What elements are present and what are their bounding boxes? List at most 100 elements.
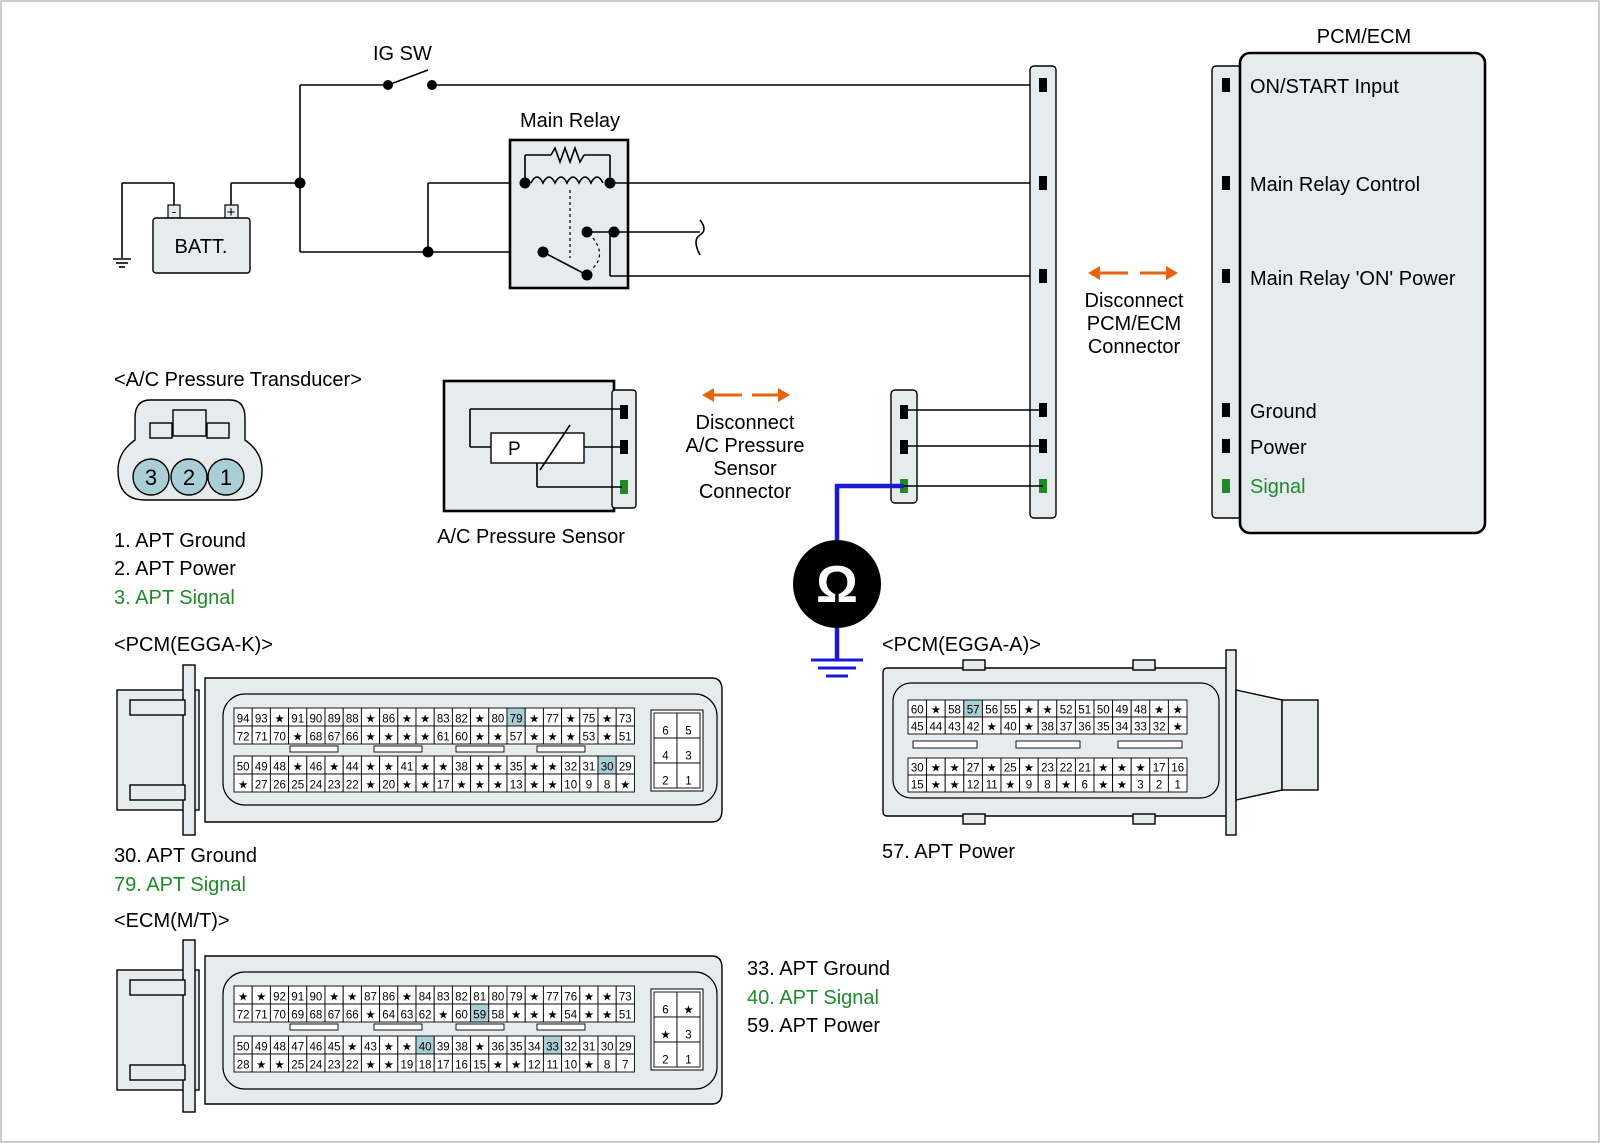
svg-text:23: 23 [328,780,341,792]
pin-52: 52 [1056,699,1076,718]
svg-text:★: ★ [529,714,539,726]
svg-text:5: 5 [685,726,691,738]
svg-text:67: 67 [328,1010,341,1022]
svg-text:12: 12 [967,780,980,792]
blank-pin: ★ [524,755,544,775]
svg-text:★: ★ [384,1060,394,1072]
svg-text:3: 3 [1137,780,1143,792]
pin-63: 63 [397,1003,417,1023]
pcm-k-legend-1: 30. APT Ground [114,845,257,867]
svg-text:92: 92 [273,992,286,1004]
blank-pin: ★ [542,773,563,793]
blank-pin: ★ [926,699,946,718]
svg-text:35: 35 [1097,722,1110,734]
svg-text:71: 71 [255,732,268,744]
blank-pin: ★ [251,1053,271,1073]
disconnect-ecm-line-2: PCM/ECM [1087,313,1181,335]
svg-text:54: 54 [564,1010,577,1022]
blank-pin: ★ [397,985,417,1005]
pcm-a-title: <PCM(EGGA-A)> [882,634,1041,656]
pin-38: 38 [451,1035,472,1055]
pin-19: 19 [397,1053,417,1073]
svg-text:49: 49 [255,1042,268,1054]
blank-pin: ★ [524,985,544,1005]
blank-pin: ★ [926,774,946,793]
sensor-harness-connector [890,389,1043,504]
pin-86: 86 [379,707,399,727]
disconnect-sensor-line-1: Disconnect [696,412,795,434]
disconnect-ecm-line-3: Connector [1088,336,1181,358]
pin-75: 75 [579,707,599,727]
svg-text:★: ★ [402,714,412,726]
pin-23: 23 [1037,757,1058,776]
svg-text:38: 38 [455,762,468,774]
blank-pin: ★ [676,991,701,1018]
blank-pin: ★ [981,757,1002,776]
pin-61: 61 [433,725,453,745]
pin-51: 51 [1074,699,1095,718]
pin-86: 86 [379,985,399,1005]
svg-text:70: 70 [273,732,286,744]
svg-text:36: 36 [1078,722,1091,734]
svg-text:41: 41 [401,762,414,774]
pin-91: 91 [288,985,308,1005]
blank-pin: ★ [506,1053,526,1073]
blank-pin: ★ [379,725,399,745]
blank-pin: ★ [470,1035,490,1055]
svg-text:★: ★ [584,1060,594,1072]
svg-text:30: 30 [911,763,924,775]
svg-text:81: 81 [473,992,486,1004]
pin-60: 60 [451,725,472,745]
svg-text:44: 44 [930,722,943,734]
svg-text:12: 12 [528,1060,541,1072]
disconnect-sensor-line-3: Sensor [713,458,777,480]
svg-text:★: ★ [402,992,412,1004]
blank-pin: ★ [379,1053,399,1073]
pin-29: 29 [615,755,635,775]
blank-pin: ★ [360,1003,381,1023]
pin-62: 62 [415,1003,435,1023]
svg-text:60: 60 [455,1010,468,1022]
svg-text:57: 57 [510,732,523,744]
svg-text:66: 66 [346,732,359,744]
svg-text:★: ★ [365,732,375,744]
blank-pin: ★ [1037,699,1058,718]
svg-text:★: ★ [949,763,959,775]
svg-text:1: 1 [1174,780,1180,792]
svg-text:★: ★ [238,780,248,792]
pin-50: 50 [233,1035,253,1055]
blank-pin: ★ [981,716,1002,735]
svg-text:46: 46 [310,1042,323,1054]
pin-59: 59 [470,1003,490,1023]
svg-text:48: 48 [1134,705,1147,717]
svg-text:27: 27 [255,780,268,792]
svg-text:86: 86 [382,714,395,726]
pin-label-main-relay-control: Main Relay Control [1250,174,1420,196]
svg-text:48: 48 [273,762,286,774]
disconnect-sensor-line-4: Connector [699,481,792,503]
svg-text:66: 66 [346,1010,359,1022]
svg-text:29: 29 [619,1042,632,1054]
svg-text:79: 79 [510,714,523,726]
pin-33: 33 [1130,716,1151,735]
pin-31: 31 [579,755,599,775]
svg-text:★: ★ [1117,763,1127,775]
power-circuit: IG SW - + BATT. [113,43,1038,290]
pin-72: 72 [233,1003,253,1023]
pin-25: 25 [288,1053,308,1073]
blank-pin: ★ [233,985,253,1005]
pin-32: 32 [561,755,581,775]
sensor-label: A/C Pressure Sensor [437,526,625,548]
pin-48: 48 [269,1035,290,1055]
svg-text:32: 32 [564,1042,577,1054]
svg-text:37: 37 [1060,722,1073,734]
pcm-k-title: <PCM(EGGA-K)> [114,634,273,656]
pin-50: 50 [1093,699,1114,718]
svg-text:★: ★ [456,780,466,792]
blank-pin: ★ [379,755,399,775]
pin-81: 81 [470,985,490,1005]
